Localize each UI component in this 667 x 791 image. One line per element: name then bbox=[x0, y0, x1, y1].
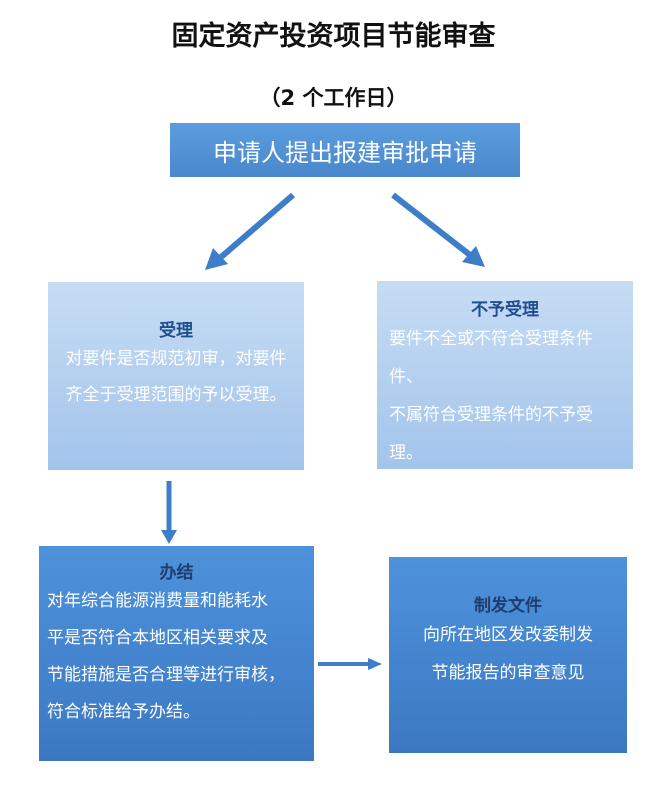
diagram-subtitle: （2 个工作日） bbox=[259, 86, 408, 110]
arrow-to-reject bbox=[391, 192, 485, 267]
issue-body: 向所在地区发改委制发 节能报告的审查意见 bbox=[389, 616, 627, 692]
issue-box: 制发文件 向所在地区发改委制发 节能报告的审查意见 bbox=[389, 557, 627, 753]
accept-body: 对要件是否规范初审，对要件 齐全于受理范围的予以受理。 bbox=[48, 341, 304, 413]
apply-box: 申请人提出报建审批申请 bbox=[170, 123, 520, 177]
process-line: 对年综合能源消费量和能耗水 bbox=[47, 591, 268, 611]
arrow-to-accept bbox=[205, 192, 295, 270]
reject-line: 理。 bbox=[389, 443, 423, 463]
reject-heading: 不予受理 bbox=[471, 300, 539, 320]
accept-line: 齐全于受理范围的予以受理。 bbox=[65, 385, 287, 405]
accept-heading: 受理 bbox=[159, 321, 193, 341]
accept-line: 对要件是否规范初审，对要件 bbox=[65, 349, 287, 369]
issue-heading: 制发文件 bbox=[474, 596, 542, 616]
reject-line: 不属符合受理条件的不予受 bbox=[389, 405, 593, 425]
process-body: 对年综合能源消费量和能耗水 平是否符合本地区相关要求及 节能措施是否合理等进行审… bbox=[39, 583, 314, 731]
process-line: 平是否符合本地区相关要求及 bbox=[47, 628, 268, 648]
process-line: 节能措施是否合理等进行审核， bbox=[47, 665, 285, 685]
apply-label: 申请人提出报建审批申请 bbox=[213, 138, 477, 167]
reject-body: 要件不全或不符合受理条件件、 不属符合受理条件的不予受 理。 bbox=[377, 320, 633, 472]
accept-box: 受理 对要件是否规范初审，对要件 齐全于受理范围的予以受理。 bbox=[48, 282, 304, 470]
diagram-title: 固定资产投资项目节能审查 bbox=[171, 21, 496, 52]
arrow-to-process bbox=[161, 481, 177, 544]
issue-line: 节能报告的审查意见 bbox=[431, 663, 585, 683]
reject-box: 不予受理 要件不全或不符合受理条件件、 不属符合受理条件的不予受 理。 bbox=[377, 281, 633, 469]
process-heading: 办结 bbox=[159, 563, 194, 583]
process-box: 办结 对年综合能源消费量和能耗水 平是否符合本地区相关要求及 节能措施是否合理等… bbox=[39, 546, 314, 761]
reject-line: 要件不全或不符合受理条件件、 bbox=[389, 329, 593, 387]
process-line: 符合标准给予办结。 bbox=[47, 702, 200, 722]
issue-line: 向所在地区发改委制发 bbox=[423, 625, 593, 645]
arrow-to-issue bbox=[318, 658, 382, 670]
